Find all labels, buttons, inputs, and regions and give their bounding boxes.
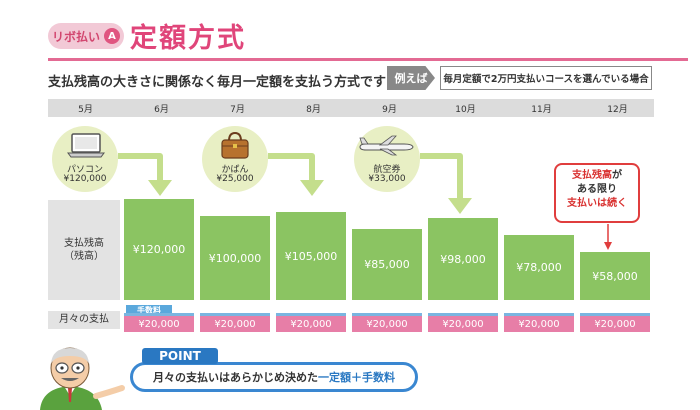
fee-tag: 手数料: [126, 305, 172, 316]
purchase-price: ¥33,000: [368, 174, 406, 184]
purchase-name: パソコン: [66, 165, 103, 175]
balance-bar: ¥85,000: [352, 229, 422, 300]
month-band: 5月 6月 7月 8月 9月 10月 11月 12月: [48, 99, 654, 117]
bag-icon: [221, 131, 249, 159]
badge-letter: A: [104, 28, 120, 44]
balance-row-label: 支払残高 （残高）: [48, 200, 120, 300]
callout-line3: 支払いは続く: [567, 198, 627, 209]
balance-bar: ¥120,000: [124, 199, 194, 300]
purchase-name: 航空券: [373, 165, 401, 175]
balance-bar: ¥98,000: [428, 218, 498, 300]
callout-line1-suffix: が: [612, 170, 622, 181]
month-label: 11月: [531, 104, 552, 115]
purchase-circle: [202, 126, 268, 192]
example-tag: 例えば: [387, 66, 435, 90]
page-title: 定額方式: [130, 23, 246, 54]
balance-bar: ¥100,000: [200, 216, 270, 300]
month-label: 10月: [455, 104, 476, 115]
payment-cell: ¥20,000: [504, 313, 574, 332]
laptop-icon: [67, 133, 105, 158]
balance-label-line2: （残高）: [64, 251, 104, 262]
point-tag: POINT: [142, 348, 218, 364]
month-label: 9月: [382, 104, 397, 115]
payment-cell: ¥20,000: [352, 313, 422, 332]
month-label: 12月: [607, 104, 628, 115]
point-message: 月々の支払いはあらかじめ決めた一定額＋手数料: [130, 362, 418, 392]
course-note: 毎月定額で2万円支払いコースを選んでいる場合: [440, 66, 652, 90]
purchase-price: ¥120,000: [63, 174, 107, 184]
payment-cell: ¥20,000: [200, 313, 270, 332]
purchase-name: かばん: [221, 165, 249, 175]
payment-cell: ¥20,000: [428, 313, 498, 332]
airplane-icon: [359, 135, 414, 156]
balance-bar: ¥58,000: [580, 252, 650, 300]
balance-bar: ¥78,000: [504, 235, 574, 300]
badge-label: リボ払い: [51, 29, 100, 44]
point-text: 月々の支払いはあらかじめ決めた: [153, 371, 318, 384]
advisor-illustration: [40, 347, 125, 410]
point-highlight: 一定額＋手数料: [318, 371, 395, 384]
month-label: 6月: [154, 104, 169, 115]
month-label: 7月: [230, 104, 245, 115]
payment-cell: ¥20,000: [124, 313, 194, 332]
purchase-circle: [354, 126, 420, 192]
monthly-row-label: 月々の支払: [48, 311, 120, 329]
revolving-badge: リボ払い A: [48, 23, 124, 49]
balance-bar: ¥105,000: [276, 212, 346, 300]
description: 支払残高の大きさに関係なく毎月一定額を支払う方式です: [48, 75, 387, 90]
purchase-price: ¥25,000: [216, 174, 254, 184]
balance-callout: 支払残高が ある限り 支払いは続く: [554, 163, 640, 223]
month-label: 5月: [78, 104, 93, 115]
payment-cell: ¥20,000: [276, 313, 346, 332]
callout-line2: ある限り: [577, 184, 617, 195]
balance-label-line1: 支払残高: [64, 237, 104, 249]
month-label: 8月: [306, 104, 321, 115]
callout-line1: 支払残高: [572, 170, 612, 181]
title-underline: [48, 58, 688, 61]
payment-cell: ¥20,000: [580, 313, 650, 332]
